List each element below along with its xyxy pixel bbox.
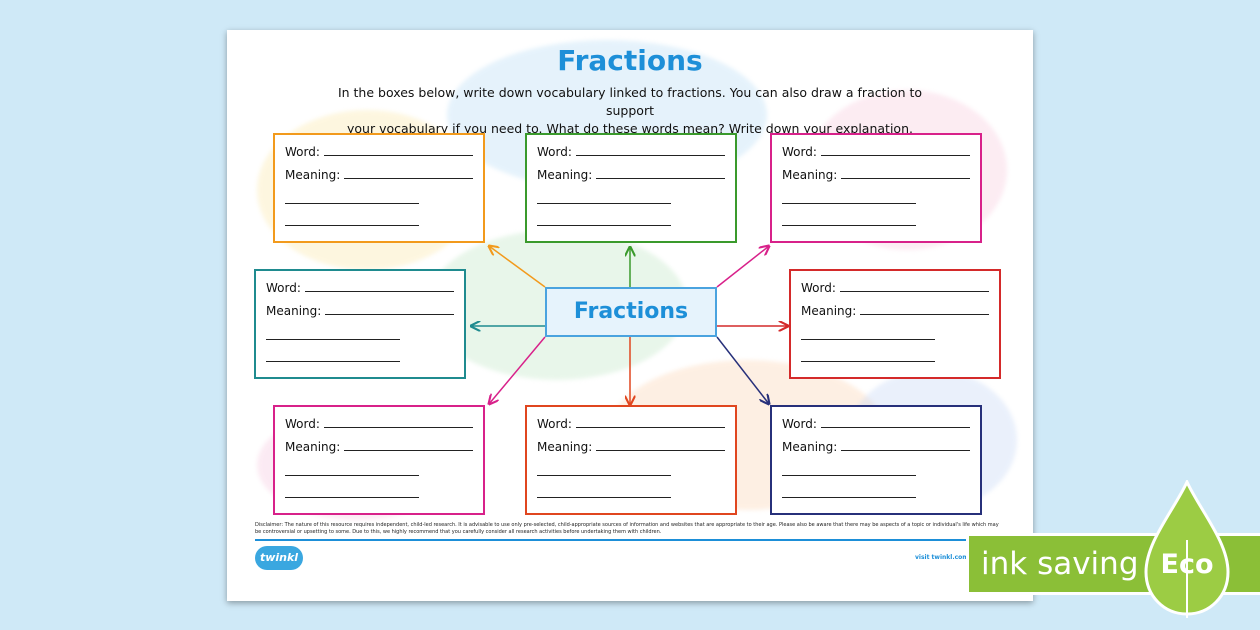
meaning-label: Meaning:	[285, 440, 341, 454]
word-label: Word:	[782, 145, 817, 159]
word-label: Word:	[285, 417, 320, 431]
answer-line[interactable]	[801, 339, 935, 340]
answer-line[interactable]	[285, 225, 419, 226]
meaning-label: Meaning:	[801, 304, 857, 318]
answer-line[interactable]	[782, 475, 916, 476]
word-label: Word:	[285, 145, 320, 159]
word-line[interactable]	[323, 154, 473, 156]
answer-line[interactable]	[285, 203, 419, 204]
answer-line[interactable]	[537, 497, 671, 498]
meaning-label: Meaning:	[266, 304, 322, 318]
word-line[interactable]	[820, 426, 970, 428]
answer-line[interactable]	[537, 225, 671, 226]
footer-divider	[255, 539, 1005, 541]
ink-saving-label: ink saving	[981, 546, 1139, 582]
answer-line[interactable]	[801, 361, 935, 362]
eco-leaf-icon: Eco	[1144, 480, 1230, 618]
meaning-line[interactable]	[325, 313, 454, 315]
answer-line[interactable]	[266, 361, 400, 362]
center-topic-box: Fractions	[545, 287, 717, 337]
meaning-label: Meaning:	[782, 168, 838, 182]
vocab-box-bot-mid: Word: Meaning:	[525, 405, 737, 515]
arrow-bot-left	[489, 336, 546, 404]
word-line[interactable]	[575, 426, 725, 428]
answer-line[interactable]	[537, 203, 671, 204]
disclaimer-text: Disclaimer: The nature of this resource …	[255, 522, 999, 535]
word-label: Word:	[537, 417, 572, 431]
word-label: Word:	[782, 417, 817, 431]
worksheet-page: Fractions In the boxes below, write down…	[227, 30, 1033, 601]
meaning-line[interactable]	[860, 313, 989, 315]
instructions: In the boxes below, write down vocabular…	[317, 84, 943, 138]
arrow-bot-right	[716, 336, 769, 404]
answer-line[interactable]	[266, 339, 400, 340]
answer-line[interactable]	[782, 225, 916, 226]
word-line[interactable]	[323, 426, 473, 428]
vocab-box-mid-right: Word: Meaning:	[789, 269, 1001, 379]
instructions-line: In the boxes below, write down vocabular…	[337, 85, 923, 118]
vocab-box-bot-left: Word: Meaning:	[273, 405, 485, 515]
meaning-line[interactable]	[344, 449, 473, 451]
meaning-label: Meaning:	[782, 440, 838, 454]
meaning-label: Meaning:	[285, 168, 341, 182]
meaning-line[interactable]	[344, 177, 473, 179]
answer-line[interactable]	[285, 497, 419, 498]
word-label: Word:	[801, 281, 836, 295]
answer-line[interactable]	[285, 475, 419, 476]
instructions-line: your vocabulary if you need to. What do …	[347, 121, 913, 136]
meaning-line[interactable]	[596, 449, 725, 451]
meaning-line[interactable]	[596, 177, 725, 179]
answer-line[interactable]	[782, 497, 916, 498]
arrow-top-left	[489, 246, 546, 288]
word-line[interactable]	[304, 290, 454, 292]
meaning-line[interactable]	[841, 177, 970, 179]
visit-link[interactable]: visit twinkl.com	[915, 554, 969, 561]
connector-arrows	[227, 30, 1033, 601]
word-line[interactable]	[839, 290, 989, 292]
meaning-label: Meaning:	[537, 168, 593, 182]
answer-line[interactable]	[782, 203, 916, 204]
twinkl-logo: twinkl	[255, 546, 303, 570]
eco-label: Eco	[1161, 549, 1214, 580]
page-title: Fractions	[557, 44, 703, 77]
arrow-top-right	[716, 246, 769, 288]
meaning-line[interactable]	[841, 449, 970, 451]
word-line[interactable]	[820, 154, 970, 156]
vocab-box-top-left: Word: Meaning:	[273, 133, 485, 243]
word-label: Word:	[266, 281, 301, 295]
vocab-box-mid-left: Word: Meaning:	[254, 269, 466, 379]
word-label: Word:	[537, 145, 572, 159]
answer-line[interactable]	[537, 475, 671, 476]
vocab-box-bot-right: Word: Meaning:	[770, 405, 982, 515]
vocab-box-top-mid: Word: Meaning:	[525, 133, 737, 243]
word-line[interactable]	[575, 154, 725, 156]
vocab-box-top-right: Word: Meaning:	[770, 133, 982, 243]
meaning-label: Meaning:	[537, 440, 593, 454]
